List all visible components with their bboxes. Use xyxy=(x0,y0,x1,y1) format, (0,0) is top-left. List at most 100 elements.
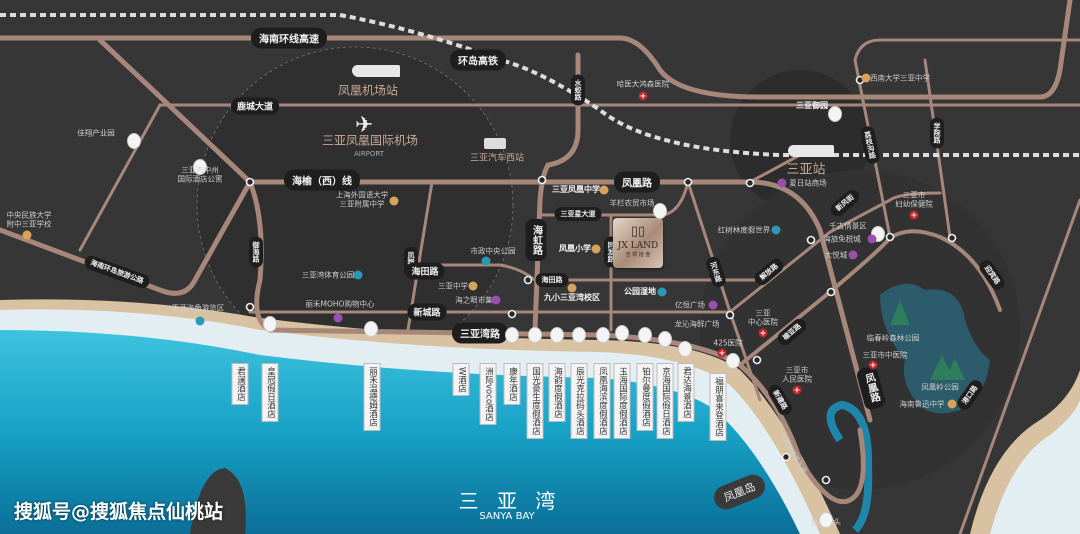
poi-civic-park[interactable]: 市政中央公园 xyxy=(470,246,516,256)
poi-425-hospital[interactable]: 425医院 xyxy=(713,338,743,348)
hotel-label[interactable]: 君澜酒店 xyxy=(231,363,249,405)
poi-joycity[interactable]: 大悦城 xyxy=(824,250,848,260)
junction xyxy=(245,302,255,312)
hotel-icon xyxy=(658,331,672,347)
road-west-diag xyxy=(78,103,162,252)
hotel-label[interactable]: 玉海国际度假酒店 xyxy=(613,363,631,439)
poi-sisu-school[interactable]: 上海外国语大学 三亚附属中学 xyxy=(335,190,389,209)
road-lizhigou-top xyxy=(853,38,1080,62)
scenic-icon xyxy=(195,316,205,326)
poi-luxun-school[interactable]: 海南鲁迅中学 xyxy=(899,399,945,409)
road-label-shuijiao: 水蛟路 xyxy=(571,74,585,106)
poi-sports-park[interactable]: 三亚湾体育公园 xyxy=(301,270,355,280)
poi-sanya-middle[interactable]: 三亚中学 xyxy=(438,281,468,291)
hotel-label[interactable]: 京海国际假日酒店 xyxy=(656,363,674,439)
poi-qiangu[interactable]: 千古情景区 xyxy=(829,221,867,231)
road-label-haihong: 海虹路 xyxy=(525,219,547,261)
bus-west-label: 三亚汽车西站 xyxy=(469,153,525,164)
road-shuijiao-haihong xyxy=(532,52,581,333)
road-label-haiyu-west: 海榆（西）线 xyxy=(284,169,360,191)
poi-xiarizhan[interactable]: 夏日站商场 xyxy=(789,178,827,188)
poi-linchunling[interactable]: 临春岭森林公园 xyxy=(866,333,920,343)
road-label-island-hsr: 环岛高铁 xyxy=(450,49,506,71)
bus-icon xyxy=(484,138,506,149)
poi-hayida-hospital[interactable]: 哈医大鸿森医院 xyxy=(616,79,670,89)
school-icon xyxy=(591,244,601,254)
hotel-icon xyxy=(572,327,586,343)
shopping-icon xyxy=(867,234,877,244)
shopping-icon xyxy=(848,250,858,260)
poi-jiaxiang[interactable]: 佳翔产业园 xyxy=(77,128,115,138)
road-east-diag xyxy=(958,198,1080,534)
poi-southwest-univ-school[interactable]: 西南大学三亚中学 xyxy=(870,73,930,83)
poi-mangrove[interactable]: 红树林度假世界 xyxy=(717,225,771,235)
poi-jiuxiao[interactable]: 九小三亚湾校区 xyxy=(544,293,600,302)
tree-icon xyxy=(890,300,965,380)
hotel-label[interactable]: 铂尔曼度假酒店 xyxy=(636,363,654,431)
hotel-label[interactable]: 海韵度假酒店 xyxy=(548,363,566,422)
poi-minzu-school[interactable]: 中央民族大学 附中三亚学校 xyxy=(6,210,52,229)
hotel-label[interactable]: 辰光克拉码头酒店 xyxy=(570,363,588,439)
hotel-label[interactable]: 君达海景酒店 xyxy=(677,363,695,422)
hospital-icon: + xyxy=(792,385,802,395)
project-logo-jx-land[interactable]: ▯▯ JX LAND 吉 祥 拾 叁 xyxy=(613,218,663,268)
airport-label: 三亚凤凰国际机场 xyxy=(321,133,419,148)
poi-tianya[interactable]: 天涯海角游览区 xyxy=(171,303,225,313)
junction xyxy=(507,309,517,319)
road-label-yuhai: 御海路 xyxy=(249,236,263,268)
poi-central-hospital[interactable]: 三亚 中心医院 xyxy=(748,308,778,327)
poi-fenghuang-primary[interactable]: 凤凰小学 xyxy=(559,244,591,253)
shopping-icon xyxy=(333,313,343,323)
hotel-icon xyxy=(726,353,740,369)
hotel-icon xyxy=(364,321,378,337)
poi-yiheng[interactable]: 亿恒广场 xyxy=(675,300,705,310)
junction xyxy=(245,177,255,187)
airport-en-label: AIRPORT xyxy=(353,150,385,158)
poi-yanglan-market[interactable]: 羊栏农贸市场 xyxy=(609,198,655,208)
poi-fenghuangling[interactable]: 凤凰岭公园 xyxy=(921,382,959,392)
junction xyxy=(523,275,533,285)
hotel-label[interactable]: 国光豪生度假酒店 xyxy=(526,363,544,439)
road-label-xueyuan: 学院路 xyxy=(930,117,944,149)
project-name: JX LAND xyxy=(617,241,659,251)
road-ring-tourism xyxy=(0,179,253,296)
hotel-label[interactable]: 康年酒店 xyxy=(503,363,521,405)
shopping-icon xyxy=(491,295,501,305)
poi-sanya-yuyuan[interactable]: 三亚御园 xyxy=(796,101,828,110)
poi-people-hospital[interactable]: 三亚市 人民医院 xyxy=(782,365,812,384)
poi-moho[interactable]: 丽禾MOHO购物中心 xyxy=(305,299,375,309)
school-icon xyxy=(22,230,32,240)
hotel-label[interactable]: W酒店 xyxy=(452,363,470,397)
poi-longqin[interactable]: 龙沁海鲜广场 xyxy=(674,319,720,329)
road-station-link xyxy=(748,153,802,184)
scenic-icon xyxy=(771,225,781,235)
poi-tcm-hospital[interactable]: 三亚市中医院 xyxy=(862,350,908,360)
hotel-label[interactable]: 皇冠假日酒店 xyxy=(261,363,279,422)
poi-duty-free[interactable]: 海旅免税城 xyxy=(823,234,861,244)
hotel-label[interactable]: 丽禾温德姆酒店 xyxy=(363,363,381,431)
shopping-icon xyxy=(708,300,718,310)
poi-maternal-hospital[interactable]: 三亚市 妇幼保健院 xyxy=(895,190,933,209)
hotel-label[interactable]: 福朋喜来登酒店 xyxy=(709,373,727,441)
hotel-label[interactable]: 洲际voco酒店 xyxy=(479,363,497,426)
road-label-haitian-2: 海田路 xyxy=(535,273,569,287)
hotel-icon xyxy=(263,316,277,332)
school-icon xyxy=(861,73,871,83)
school-icon xyxy=(567,283,577,293)
road-jiefang xyxy=(728,191,942,314)
road-label-fenghuang: 凤凰路 xyxy=(614,171,660,193)
hotel-icon xyxy=(505,327,519,343)
junction xyxy=(683,177,693,187)
island-rock xyxy=(190,468,246,534)
hotel-label[interactable]: 凤凰海滨度假酒店 xyxy=(593,363,611,439)
park-icon xyxy=(353,270,363,280)
hotel-icon xyxy=(193,159,207,175)
poi-fenghuang-middle[interactable]: 三亚凤凰中学 xyxy=(552,185,600,194)
poi-haizhiyan[interactable]: 海之眼市集 xyxy=(455,295,493,305)
poi-wetland[interactable]: 公园湿地 xyxy=(624,287,656,296)
junction xyxy=(781,452,791,462)
hotel-icon xyxy=(615,325,629,341)
poi-zhongzhou[interactable]: 三亚市中州 国际酒店公寓 xyxy=(177,165,223,184)
market-icon xyxy=(653,203,667,219)
road-haitian xyxy=(416,263,757,282)
